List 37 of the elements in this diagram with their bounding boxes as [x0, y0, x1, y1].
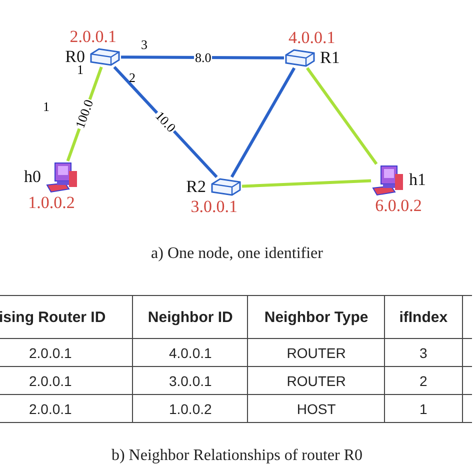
ip-address: 3.0.0.1 — [190, 197, 238, 217]
node-name: R1 — [320, 48, 340, 68]
edge-label: 8.0 — [193, 50, 212, 65]
ip-address: 2.0.0.1 — [70, 27, 116, 47]
table-cell: 4.0.0.1 — [132, 338, 248, 366]
node-name: h1 — [409, 170, 426, 190]
router-link — [230, 67, 296, 178]
host-link — [242, 179, 372, 188]
column-header: Neighbor ID — [132, 296, 248, 338]
table-cell: 3 — [384, 338, 462, 366]
column-header: ising Router ID — [0, 296, 133, 338]
port-number: 3 — [141, 38, 148, 52]
host-link — [306, 67, 378, 165]
table-cell: 1 — [384, 394, 462, 422]
table-cell: HOST — [248, 394, 385, 422]
node-name: R0 — [65, 47, 85, 66]
ip-address: 1.0.0.2 — [28, 193, 75, 213]
port-number: 1 — [43, 100, 50, 114]
table-cell: 1.0.0.2 — [132, 394, 248, 422]
table-cell: 2.0.0.1 — [0, 366, 133, 394]
router-link — [121, 56, 284, 60]
column-header: ifIndex — [384, 296, 462, 338]
table-cell: 3.0.0.1 — [132, 366, 248, 394]
node-name: h0 — [24, 167, 41, 187]
table-cell: 2 — [384, 366, 462, 394]
figure-caption: a) One node, one identifier — [150, 245, 324, 263]
figure-caption: b) Neighbor Relationships of router R0 — [110, 447, 364, 465]
port-number: 2 — [129, 71, 136, 85]
node-name: R2 — [186, 177, 206, 197]
port-number: 1 — [77, 63, 84, 77]
ip-address: 6.0.0.2 — [375, 196, 422, 216]
ip-address: 4.0.0.1 — [288, 28, 336, 48]
column-header: Neighbor Type — [248, 296, 385, 338]
table-cell: ROUTER — [248, 366, 385, 394]
table-cell: 2.0.0.1 — [0, 394, 133, 422]
table-cell: 2.0.0.1 — [0, 338, 133, 366]
table-cell: ROUTER — [248, 338, 385, 366]
